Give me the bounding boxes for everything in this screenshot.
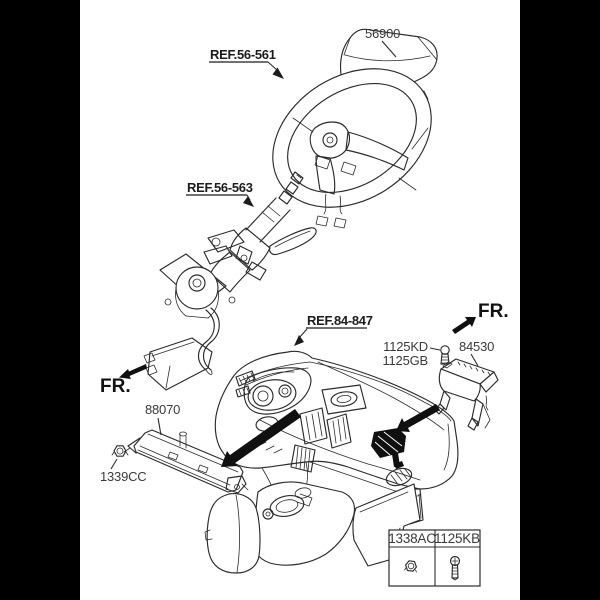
fastener-table: 1338AC 1125KB	[388, 529, 481, 587]
label-passenger-airbag: 84530	[459, 339, 494, 367]
bolt-icon	[440, 345, 450, 365]
table-header-1125kb: 1125KB	[434, 531, 480, 546]
part-number-56900: 56900	[365, 26, 400, 41]
label-mounting-nut: 1339CC	[100, 458, 147, 484]
ref-56-563: REF.56-563	[187, 180, 253, 195]
ref-56-561: REF.56-561	[210, 47, 276, 62]
fr-arrow-left-icon	[119, 364, 147, 379]
label-ref-crash-pad: REF.84-847	[294, 313, 373, 346]
label-ref-steering-wheel: REF.56-561	[209, 47, 284, 79]
table-header-1338ac: 1338AC	[388, 531, 436, 546]
part-number-88070: 88070	[145, 402, 180, 417]
mounting-nut-drawing	[111, 445, 129, 457]
fr-marker-right: FR.	[452, 301, 509, 334]
bolt-icon	[449, 555, 461, 581]
label-knee-airbag: 88070	[145, 402, 180, 436]
fr-marker-left: FR.	[100, 364, 147, 397]
part-number-1125kd: 1125KD	[383, 339, 428, 354]
part-number-1339cc: 1339CC	[100, 469, 147, 484]
label-driver-airbag: 56900	[365, 26, 400, 58]
install-arrow-knee-airbag	[221, 409, 301, 467]
nut-icon	[404, 560, 417, 573]
label-bolt-1125kd-1125gb: 1125KD 1125GB	[382, 339, 450, 368]
part-number-1125gb: 1125GB	[382, 353, 428, 368]
fr-label-right: FR.	[478, 301, 509, 322]
fr-arrow-right-icon	[452, 317, 476, 334]
passenger-airbag-drawing	[434, 358, 499, 431]
install-direction-arrows	[221, 404, 440, 469]
label-ref-steering-column: REF.56-563	[186, 180, 254, 207]
ref-84-847: REF.84-847	[307, 313, 373, 328]
part-number-84530: 84530	[459, 339, 494, 354]
knee-airbag-drawing	[123, 429, 249, 494]
install-arrow-passenger-airbag	[396, 404, 440, 432]
fr-label-left: FR.	[100, 376, 131, 397]
steering-wheel-drawing	[272, 68, 432, 229]
airbag-opening-mark	[371, 428, 406, 469]
steering-column-drawing	[143, 171, 317, 391]
